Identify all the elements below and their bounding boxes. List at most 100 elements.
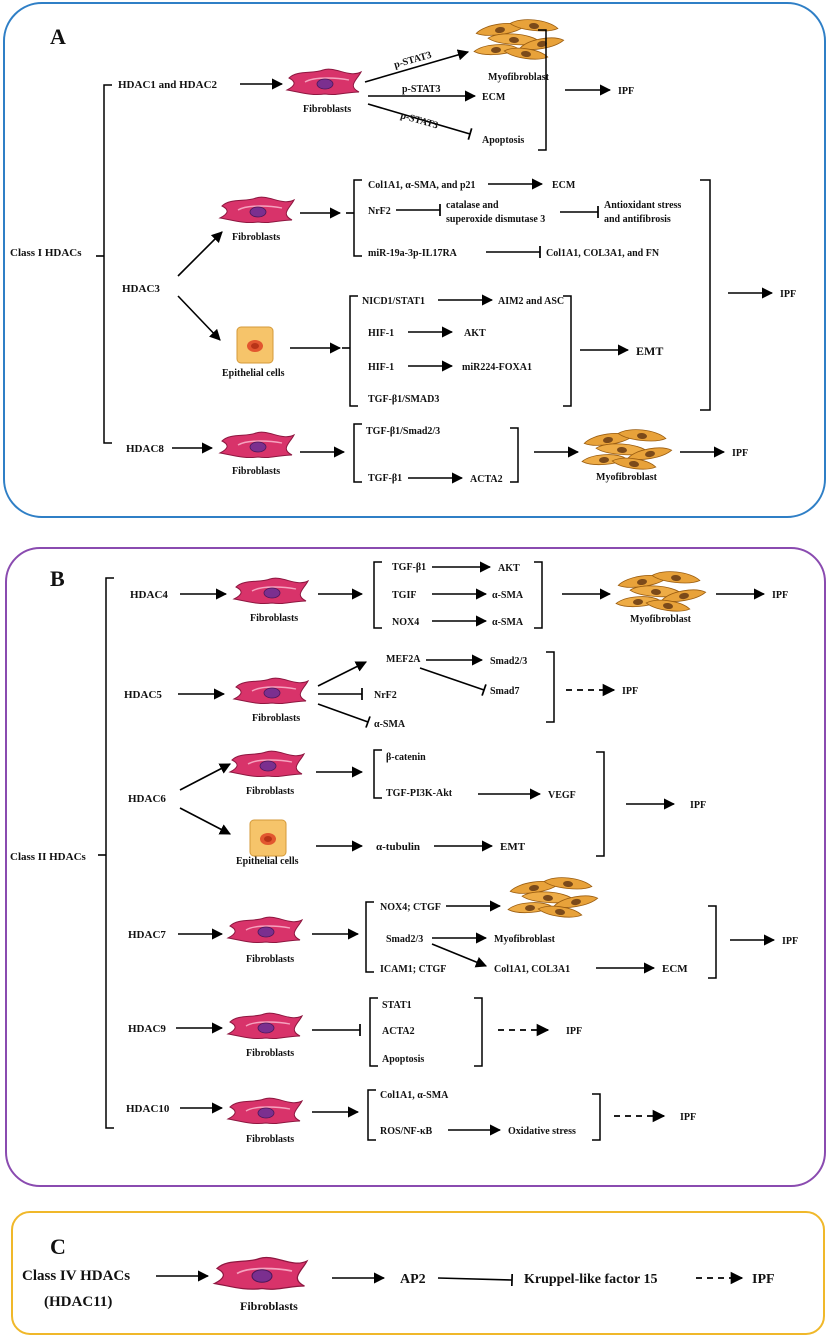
asma-label-2: α-SMA (492, 617, 524, 628)
ipf-label-1: IPF (772, 590, 788, 601)
panel-c-letter: C (50, 1234, 66, 1259)
akt-label: AKT (498, 563, 520, 574)
fibroblasts-label: Fibroblasts (240, 1299, 298, 1313)
epithelial-label: Epithelial cells (236, 856, 299, 867)
smad23-label: Smad2/3 (490, 656, 527, 667)
epithelial-cell-icon (236, 326, 274, 364)
fibroblasts-label: Fibroblasts (232, 232, 280, 243)
ros-nfkb-label: ROS/NF-κB (380, 1126, 433, 1137)
oxidative-label: Oxidative stress (508, 1126, 576, 1137)
ecm-label: ECM (482, 92, 506, 103)
mir19-label: miR-19a-3p-IL17RA (368, 248, 458, 259)
ipf-label-2: IPF (622, 686, 638, 697)
fibroblast-cell-icon (227, 916, 303, 944)
fibroblast-cell-icon (213, 1256, 308, 1291)
fibroblast-cell-icon (229, 750, 305, 778)
fibroblasts-label: Fibroblasts (250, 613, 298, 624)
fibroblast-cell-icon (219, 431, 295, 459)
hdac7-label: HDAC7 (128, 929, 166, 941)
vegf-label: VEGF (548, 790, 576, 801)
ipf-label-4: IPF (782, 936, 798, 947)
hdac10-label: HDAC10 (126, 1103, 170, 1115)
panel-c: C Class IV HDACs (HDAC11) Fibroblasts AP… (11, 1211, 825, 1335)
fibroblast-cell-icon (227, 1097, 303, 1125)
hdac9-label: HDAC9 (128, 1023, 166, 1035)
ipf-label-5: IPF (566, 1026, 582, 1037)
ecm-label-2: ECM (552, 180, 576, 191)
class-ii-label: Class II HDACs (10, 851, 87, 863)
mef2a-label: MEF2A (386, 654, 421, 665)
bcatenin-label: β-catenin (386, 752, 426, 763)
hdac11-label: (HDAC11) (44, 1294, 112, 1310)
emt-label: EMT (500, 841, 526, 853)
emt-label: EMT (636, 344, 663, 358)
fibroblasts-label: Fibroblasts (252, 713, 300, 724)
tgf-smad23-label: TGF-β1/Smad2/3 (366, 426, 440, 437)
class-iv-label: Class IV HDACs (22, 1268, 130, 1284)
ipf-label-2: IPF (780, 289, 796, 300)
myofibroblast-label: Myofibroblast (488, 72, 550, 83)
fibroblast-cell-icon (227, 1012, 303, 1040)
apoptosis-label: Apoptosis (482, 135, 524, 146)
ipf-label-3: IPF (732, 448, 748, 459)
col-asma-p21-label: Col1A1, α-SMA, and p21 (368, 180, 476, 191)
panel-b: B Class II HDACs HDAC4 Fibroblasts TGF-β… (5, 547, 826, 1187)
klf15-label: Kruppel-like factor 15 (524, 1272, 658, 1287)
fibroblasts-label: Fibroblasts (232, 466, 280, 477)
icam1-ctgf-label: ICAM1; CTGF (380, 964, 446, 975)
hdac8-label: HDAC8 (126, 443, 164, 455)
fibroblasts-label: Fibroblasts (246, 954, 294, 965)
asma-label-1: α-SMA (492, 590, 524, 601)
smad7-label: Smad7 (490, 686, 519, 697)
asma-label-3: α-SMA (374, 719, 406, 730)
tgf-label: TGF-β1 (368, 473, 402, 484)
fibroblasts-label: Fibroblasts (246, 1048, 294, 1059)
myofibroblast-cluster-icon (615, 569, 707, 615)
nrf2-label: NrF2 (374, 690, 397, 701)
nox4-label: NOX4 (392, 617, 419, 628)
tgf-label: TGF-β1 (392, 562, 426, 573)
hdac6-label: HDAC6 (128, 793, 166, 805)
ipf-label-3: IPF (690, 800, 706, 811)
tgif-label: TGIF (392, 590, 416, 601)
atubulin-label: α-tubulin (376, 841, 420, 853)
fibroblast-cell-icon (219, 196, 295, 224)
stat1-label: STAT1 (382, 1000, 412, 1011)
hdac1-hdac2-label: HDAC1 and HDAC2 (118, 79, 218, 91)
myofibroblast-cluster-icon (581, 427, 673, 473)
panel-b-border (5, 547, 826, 1187)
ap2-label: AP2 (400, 1272, 426, 1287)
akt-label: AKT (464, 328, 486, 339)
col-asma-label: Col1A1, α-SMA (380, 1090, 449, 1101)
fibroblast-cell-icon (233, 677, 309, 705)
mir224-label: miR224-FOXA1 (462, 362, 532, 373)
myofibroblast-label-2: Myofibroblast (596, 472, 658, 483)
panel-b-letter: B (50, 566, 65, 591)
col-fn-label: Col1A1, COL3A1, and FN (546, 248, 660, 259)
ipf-label-6: IPF (680, 1112, 696, 1123)
nrf2-label: NrF2 (368, 206, 391, 217)
tgf-smad3-label: TGF-β1/SMAD3 (368, 394, 439, 405)
fibroblasts-label: Fibroblasts (303, 104, 351, 115)
ipf-label-1: IPF (618, 86, 634, 97)
panel-a-letter: A (50, 24, 66, 49)
pstat3-label-2: p-STAT3 (402, 84, 441, 95)
fibroblasts-label: Fibroblasts (246, 786, 294, 797)
epithelial-cell-icon (249, 819, 287, 857)
panel-a: A Class I HDACs HDAC1 and HDAC2 Fibrobla… (3, 2, 826, 518)
apoptosis-label: Apoptosis (382, 1054, 424, 1065)
fibroblast-cell-icon (286, 68, 362, 96)
class-ii-bracket (105, 577, 114, 1129)
hif1-label-1: HIF-1 (368, 328, 394, 339)
myofibroblast-cluster-icon (473, 17, 565, 63)
hdac5-label: HDAC5 (124, 689, 162, 701)
pstat3-label-3: p-STAT3 (399, 110, 439, 131)
panel-c-border (11, 1211, 825, 1335)
class-i-bracket (103, 84, 112, 444)
fibroblast-cell-icon (233, 577, 309, 605)
hdac4-label: HDAC4 (130, 589, 168, 601)
epithelial-label: Epithelial cells (222, 368, 285, 379)
antioxidant-label-2: and antifibrosis (604, 214, 671, 225)
ecm-label: ECM (662, 963, 688, 975)
